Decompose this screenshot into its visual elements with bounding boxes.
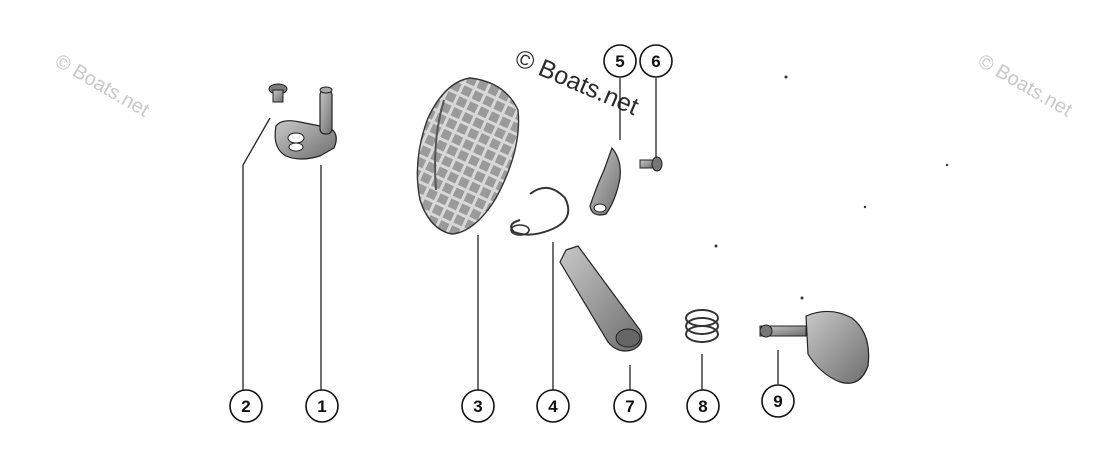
- callout-2-label: 2: [241, 397, 250, 416]
- part-6-bolt: [639, 156, 663, 172]
- callout-4-label: 4: [548, 397, 558, 416]
- callout-8: 8: [686, 389, 720, 423]
- callout-8-label: 8: [698, 397, 707, 416]
- part-3-grille: [416, 77, 520, 235]
- part-4-clip: [510, 187, 570, 236]
- part-7-shaft: [559, 245, 643, 352]
- callout-2: 2: [229, 389, 263, 423]
- callout-3-label: 3: [473, 397, 482, 416]
- callout-6: 6: [639, 44, 673, 78]
- callout-5-label: 5: [615, 52, 624, 71]
- callout-9: 9: [761, 384, 795, 418]
- scan-specks: [714, 75, 949, 300]
- callout-3: 3: [461, 389, 495, 423]
- part-5-arm: [589, 146, 621, 216]
- callout-9-label: 9: [773, 392, 782, 411]
- part-2-screw: [268, 83, 288, 103]
- callout-5: 5: [603, 44, 637, 78]
- part-1-bracket: [274, 86, 337, 160]
- part-8-spring: [685, 309, 719, 343]
- leader-lines: [242, 78, 779, 390]
- part-9-handle: [759, 310, 870, 384]
- callout-1: 1: [305, 389, 339, 423]
- callout-7: 7: [613, 389, 647, 423]
- callout-6-label: 6: [651, 52, 660, 71]
- callout-4: 4: [536, 389, 570, 423]
- callout-7-label: 7: [625, 397, 634, 416]
- callout-1-label: 1: [317, 397, 326, 416]
